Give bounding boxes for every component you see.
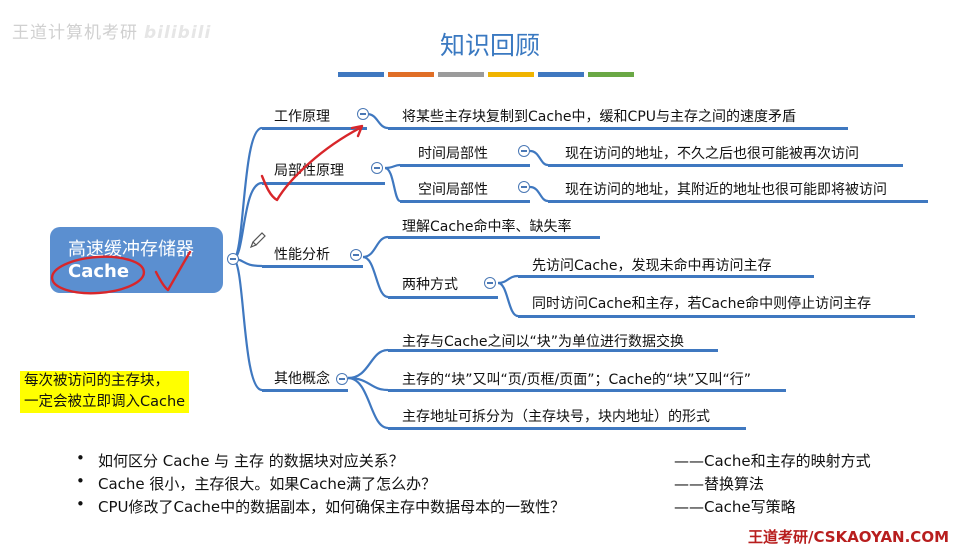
b1-detail: 将某些主存块复制到Cache中，缓和CPU与主存之间的速度矛盾 (402, 109, 797, 125)
b4-concept-block: 主存与Cache之间以“块”为单位进行数据交换 (402, 334, 685, 350)
connector-b3-c1 (362, 235, 389, 259)
b2-collapse-icon[interactable] (371, 162, 383, 174)
d2-underline (518, 315, 915, 318)
connector-s2 (384, 166, 401, 203)
red-check-mark-2 (154, 250, 192, 292)
color-bar-1 (338, 72, 384, 77)
branch-b2-underline (262, 182, 385, 185)
answer-mapping: ——Cache和主存的映射方式 (674, 452, 871, 470)
b3-collapse-icon[interactable] (350, 249, 362, 261)
watermark-text: 王道计算机考研 (12, 23, 138, 43)
connector-s1-detail (529, 149, 549, 167)
branch-performance[interactable]: 性能分析 (274, 247, 330, 263)
b4-concept-names: 主存的“块”又叫“页/页框/页面”；Cache的“块”又叫“行” (402, 372, 751, 388)
branch-b3-underline (262, 265, 363, 268)
sub-two-methods[interactable]: 两种方式 (402, 277, 458, 293)
color-bar-5 (538, 72, 584, 77)
connector-d2 (497, 281, 519, 318)
b1-collapse-icon[interactable] (357, 108, 369, 120)
branch-b1-underline (262, 127, 367, 130)
color-bar-2 (388, 72, 434, 77)
connector-b4 (231, 257, 263, 392)
s2-detail: 现在访问的地址，其附近的地址也很可能即将被访问 (565, 182, 887, 198)
connector-b1-detail (366, 112, 389, 130)
highlight-line-2: 一定会被立即调入Cache (24, 394, 186, 410)
d1-underline (518, 275, 814, 278)
red-circle-cache (50, 255, 146, 295)
root-label-2: Cache (68, 261, 130, 282)
sub-spatial-locality[interactable]: 空间局部性 (418, 182, 488, 198)
sub-temporal-locality[interactable]: 时间局部性 (418, 146, 488, 162)
connector-s2-detail (529, 185, 549, 203)
watermark-brand: bilibili (144, 23, 212, 43)
b3-hit-rate: 理解Cache命中率、缺失率 (402, 219, 572, 235)
s2-detail-underline (548, 200, 928, 203)
answer-replacement: ——替换算法 (674, 475, 765, 493)
s1-collapse-icon[interactable] (518, 145, 530, 157)
pencil-icon (249, 232, 266, 249)
b4-c3-underline (388, 427, 746, 430)
highlight-note: 每次被访问的主存块， 一定会被立即调入Cache (20, 371, 190, 413)
b4-c2-underline (388, 389, 786, 392)
c2-collapse-icon[interactable] (484, 277, 496, 289)
branch-work-principle[interactable]: 工作原理 (274, 109, 330, 125)
s1-underline (400, 164, 530, 167)
s1-detail-underline (548, 164, 903, 167)
b3-c1-underline (388, 236, 600, 239)
red-arrow-head (350, 124, 364, 138)
watermark: 王道计算机考研 bilibili (12, 18, 211, 43)
bullet-icon: • (76, 449, 85, 467)
branch-locality[interactable]: 局部性原理 (274, 163, 344, 179)
branch-b4-underline (262, 389, 348, 392)
color-bar-3 (438, 72, 484, 77)
method-parallel: 同时访问Cache和主存，若Cache命中则停止访问主存 (532, 296, 872, 312)
root-collapse-icon[interactable] (227, 253, 239, 265)
color-bar-4 (488, 72, 534, 77)
bullet-icon: • (76, 472, 85, 490)
branch-other-concepts[interactable]: 其他概念 (274, 371, 330, 387)
s1-detail: 现在访问的地址，不久之后也很可能被再次访问 (565, 146, 859, 162)
question-text: 如何区分 Cache 与 主存 的数据块对应关系？ (98, 452, 404, 470)
answer-write-policy: ——Cache写策略 (674, 498, 796, 516)
s2-underline (400, 200, 530, 203)
method-sequential: 先访问Cache，发现未命中再访问主存 (532, 258, 772, 274)
color-bar-6 (588, 72, 634, 77)
page-title: 知识回顾 (439, 31, 540, 60)
b4-c1-underline (388, 349, 718, 352)
b4-concept-address: 主存地址可拆分为（主存块号，块内地址）的形式 (402, 409, 710, 425)
b1-detail-underline (388, 127, 848, 130)
root-label-1: 高速缓冲存储器 (68, 239, 194, 260)
question-text: Cache 很小，主存很大。如果Cache满了怎么办？ (98, 475, 437, 493)
b4-collapse-icon[interactable] (336, 373, 348, 385)
highlight-line-1: 每次被访问的主存块， (24, 373, 169, 389)
red-check-mark-1 (260, 126, 362, 202)
c2-underline (388, 296, 498, 299)
connector-b3-c2 (362, 255, 389, 299)
connector-b4-c3 (347, 376, 389, 430)
s2-collapse-icon[interactable] (518, 181, 530, 193)
bullet-icon: • (76, 495, 85, 513)
brand-footer: 王道考研/CSKAOYAN.COM (748, 528, 949, 546)
question-text: CPU修改了Cache中的数据副本，如何确保主存中数据母本的一致性？ (98, 498, 566, 516)
